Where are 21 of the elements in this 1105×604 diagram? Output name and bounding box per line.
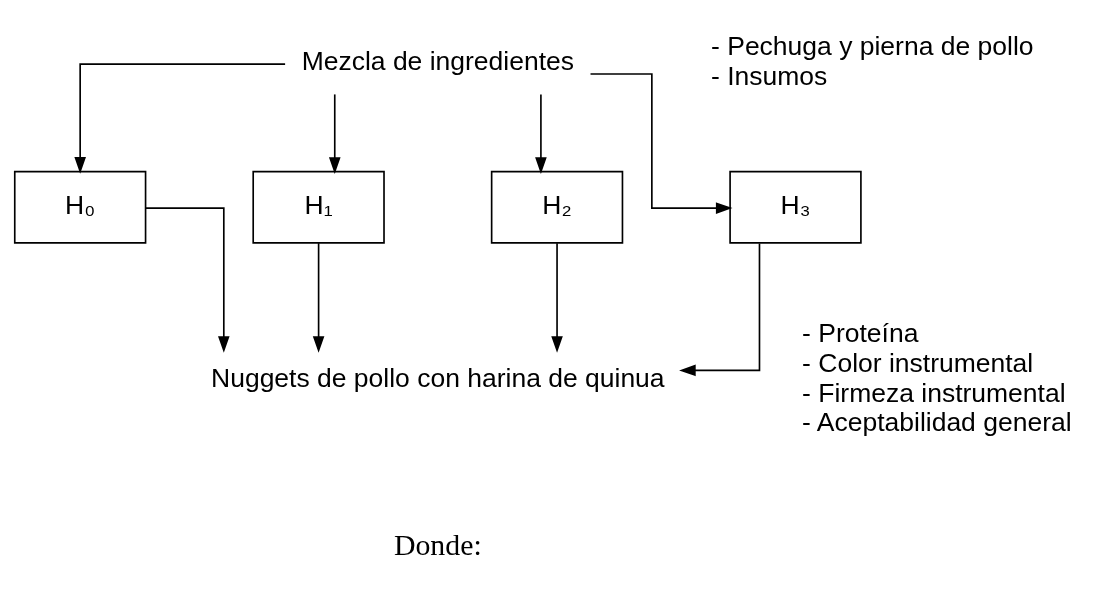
- node-box: H₁: [252, 170, 385, 244]
- arrow: [535, 93, 547, 174]
- arrow: [328, 93, 341, 174]
- node-text: Nuggets de pollo con harina de quinua: [211, 362, 665, 393]
- node-label: - Aceptabilidad general: [802, 406, 1072, 437]
- label: Donde:: [393, 527, 482, 561]
- node-label: - Proteína: [802, 317, 919, 348]
- arrow: [551, 241, 563, 353]
- arrow: [589, 72, 733, 214]
- node-label: - Pechuga y pierna de pollo: [711, 30, 1034, 61]
- arrow: [312, 241, 325, 353]
- arrow: [144, 206, 230, 353]
- node-label: - Firmeza instrumental: [802, 377, 1066, 408]
- node-box: H₂: [490, 170, 624, 244]
- arrow: [74, 62, 286, 174]
- node-text: Mezcla de ingredientes: [301, 45, 575, 76]
- arrow: [679, 242, 761, 376]
- node-label: - Insumos: [711, 60, 828, 91]
- node-box: H₃: [729, 170, 862, 244]
- node-box: H₀: [13, 170, 147, 244]
- node-label: - Color instrumental: [802, 347, 1034, 378]
